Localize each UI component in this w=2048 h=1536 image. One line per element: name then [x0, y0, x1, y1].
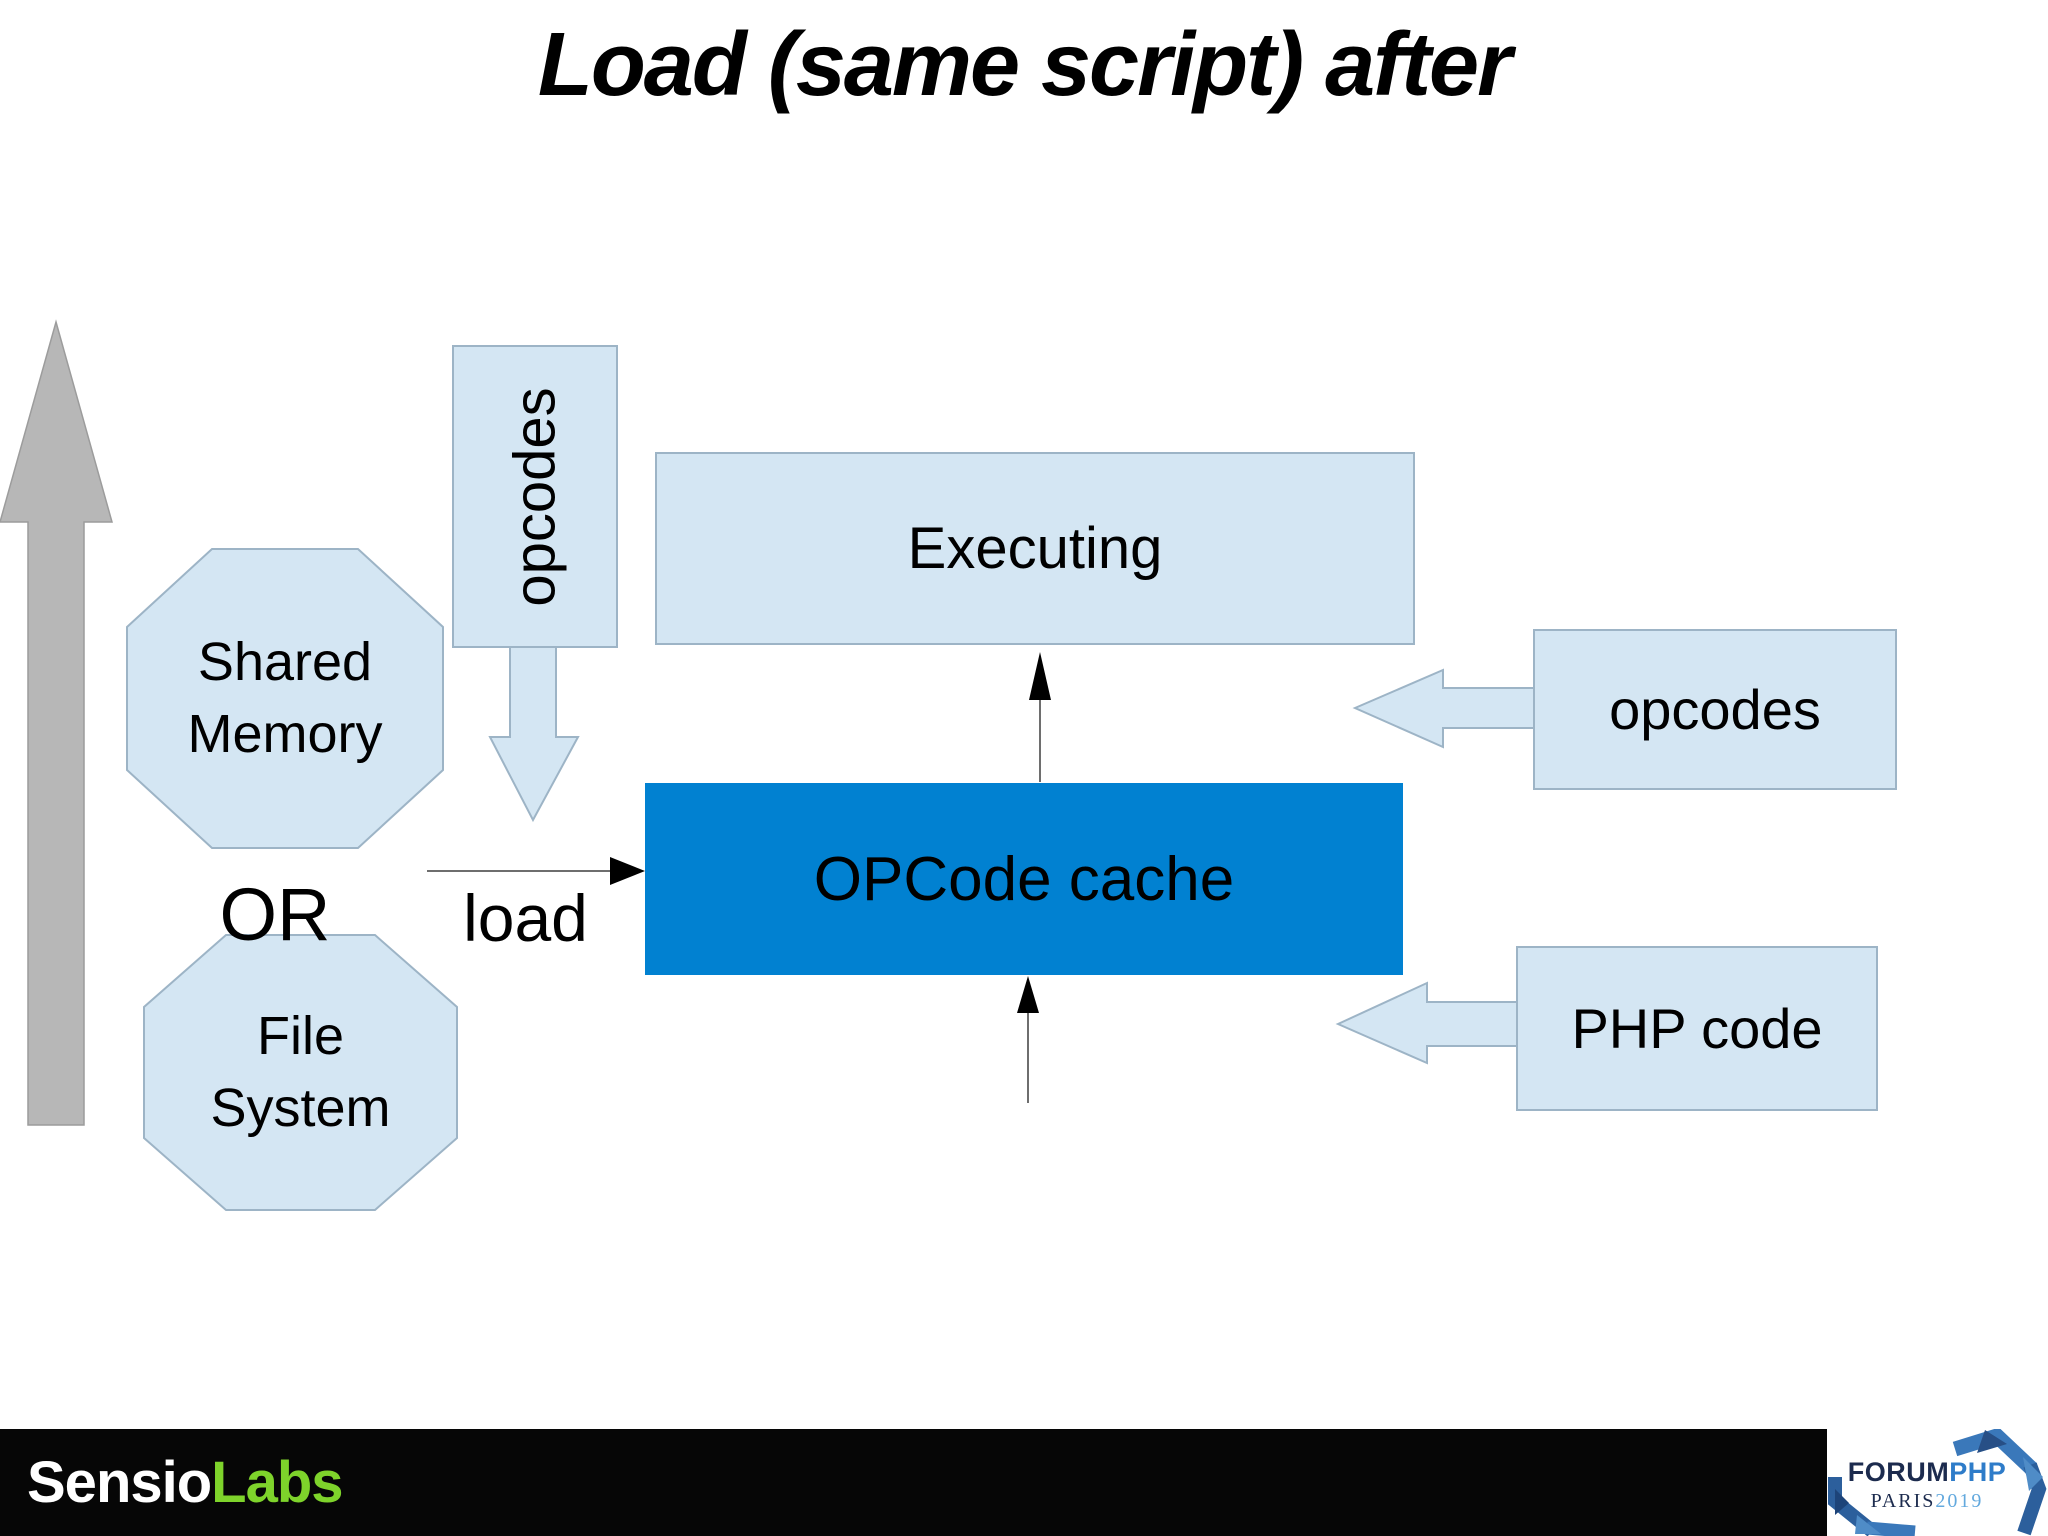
forumphp-logo-mark — [1828, 1427, 2047, 1536]
footer-bar: SensioLabs — [0, 1429, 1827, 1536]
opcode-cache-box: OPCode cache — [645, 783, 1403, 975]
sensiolabs-logo-labs: Labs — [211, 1450, 343, 1515]
forumphp-logo-php: PHP — [1949, 1457, 2007, 1487]
php-code-left-arrow — [1335, 981, 1519, 1065]
load-label: load — [463, 881, 588, 955]
executing-label: Executing — [907, 516, 1163, 581]
opcodes-down-arrow — [488, 645, 580, 823]
up-arrow — [0, 319, 113, 1126]
file-system-label: File System — [210, 1006, 391, 1138]
file-system-octagon — [143, 934, 458, 1211]
forumphp-logo-text: FORUMPHP PARIS2019 — [1827, 1459, 2027, 1512]
opcodes-vertical-box: opcodes — [452, 345, 618, 648]
forumphp-logo-forum: FORUM — [1847, 1457, 1950, 1487]
opcodes-right-box: opcodes — [1533, 629, 1897, 790]
into-cache-arrow — [1017, 976, 1039, 1103]
opcodes-vertical-label: opcodes — [502, 386, 568, 607]
shared-memory-octagon — [126, 548, 444, 849]
php-code-box: PHP code — [1516, 946, 1878, 1111]
forumphp-logo-line1: FORUMPHP — [1827, 1459, 2027, 1486]
opcodes-left-arrow — [1352, 668, 1536, 749]
sensiolabs-logo-sensio: Sensio — [27, 1450, 212, 1515]
forumphp-logo-panel: FORUMPHP PARIS2019 — [1827, 1427, 2048, 1536]
forumphp-logo-paris: PARIS — [1870, 1490, 1936, 1512]
cache-to-executing-arrow — [1029, 652, 1051, 782]
opcode-cache-label: OPCode cache — [813, 844, 1235, 914]
slide-title: Load (same script) after — [537, 15, 1512, 115]
opcodes-right-label: opcodes — [1609, 678, 1821, 741]
forumphp-logo-year: 2019 — [1935, 1490, 1984, 1512]
sensiolabs-logo: SensioLabs — [27, 1449, 344, 1516]
or-label: OR — [219, 873, 331, 956]
shared-memory-label: Shared Memory — [187, 632, 383, 764]
load-arrow — [427, 857, 645, 885]
php-code-label: PHP code — [1571, 997, 1823, 1060]
executing-box: Executing — [655, 452, 1415, 645]
forumphp-logo-line2: PARIS2019 — [1827, 1491, 2027, 1511]
